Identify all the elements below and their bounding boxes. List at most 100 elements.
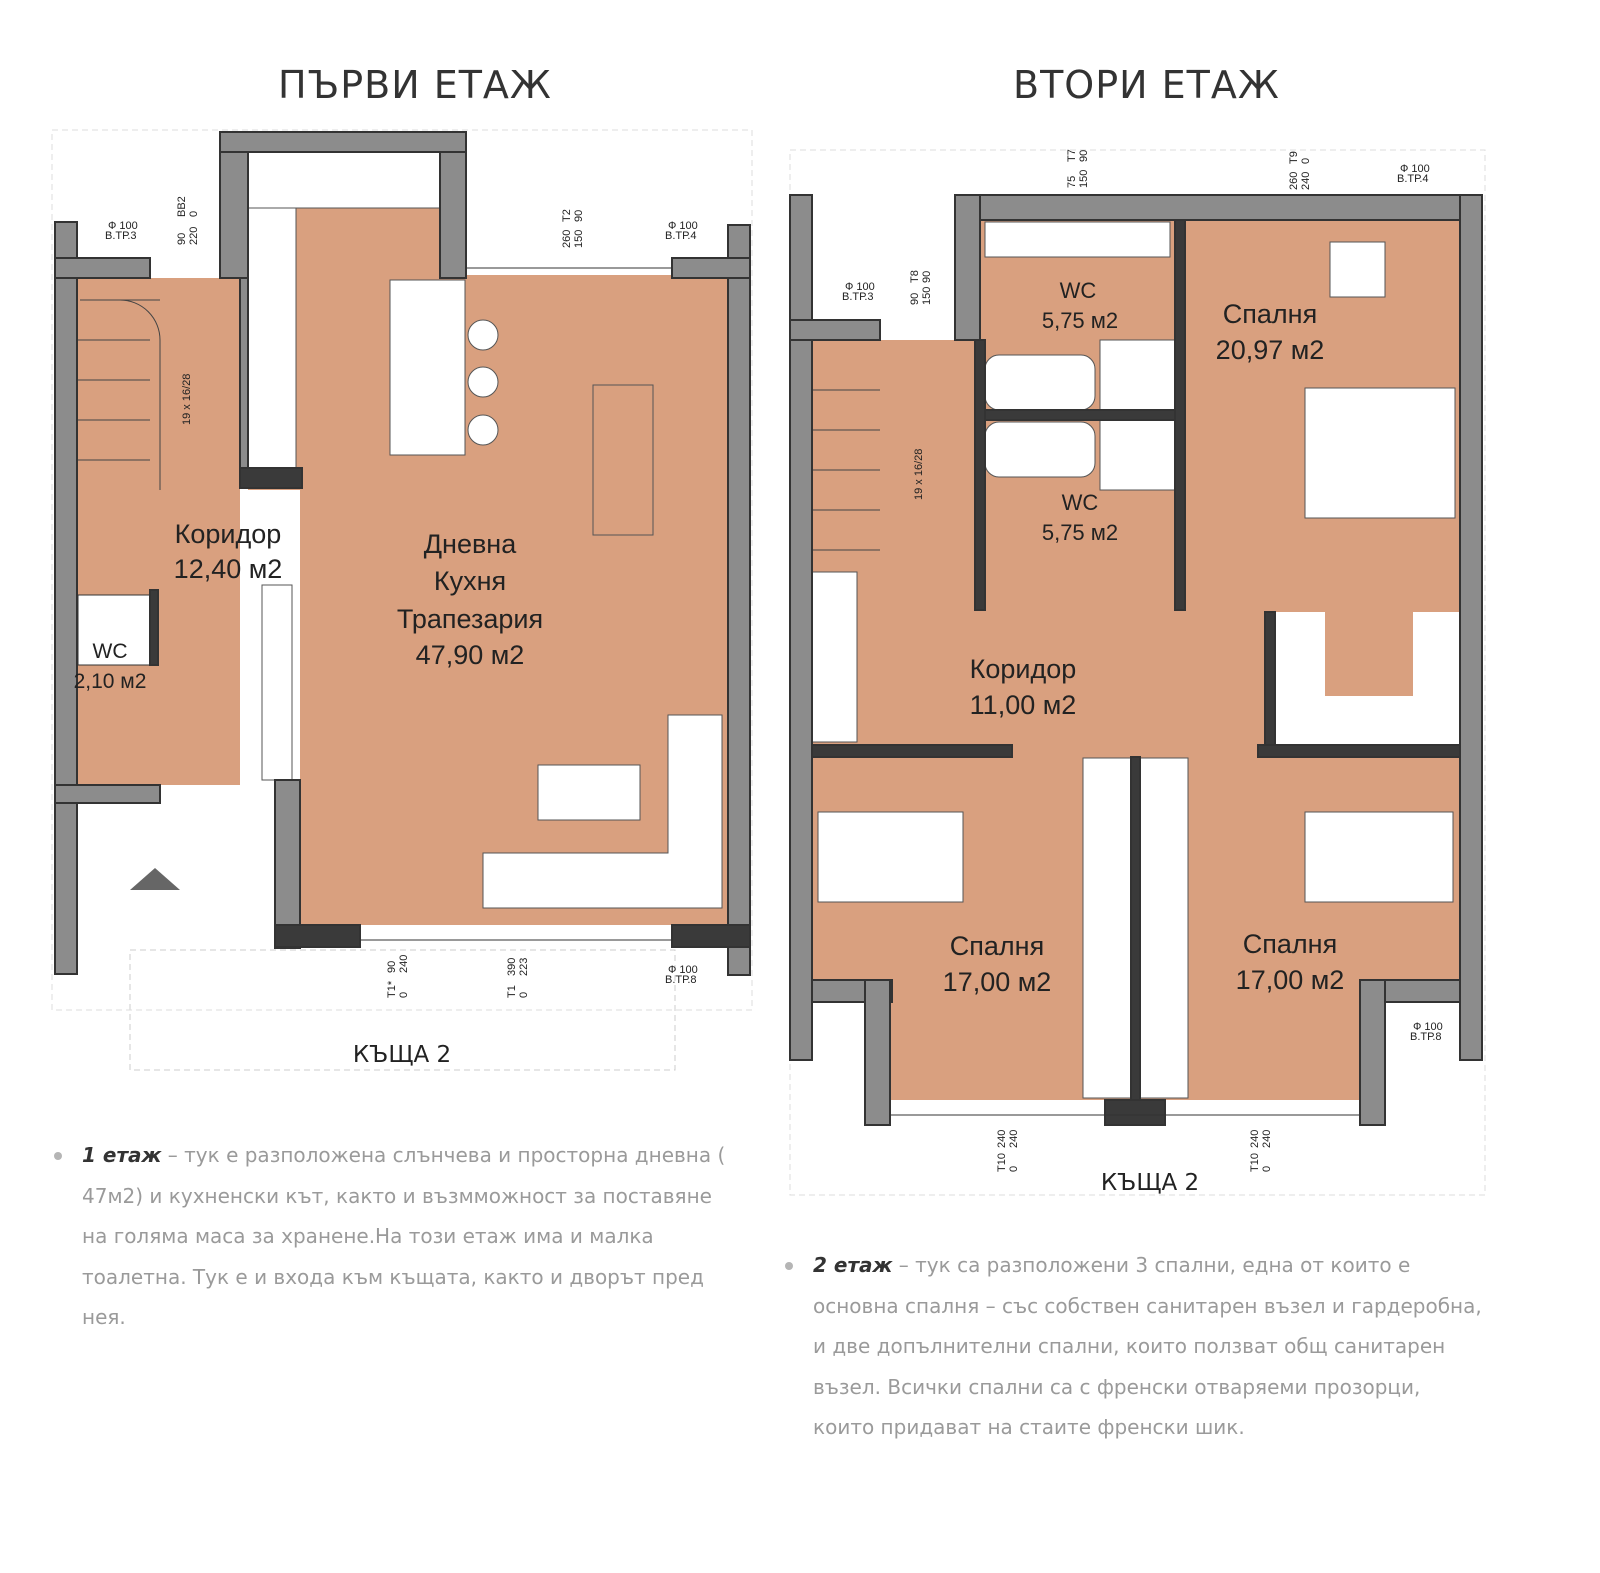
description-text: – тук е разположена слънчева и просторна… [82,1143,726,1329]
staircase [80,299,161,490]
room-area: 20,97 м2 [1216,335,1325,365]
wall [54,257,151,279]
wc-room [77,594,151,666]
wall [1379,979,1461,1003]
stool [467,414,499,446]
plot-outline [51,129,753,1011]
wall [54,784,161,804]
bathtub [984,354,1096,411]
room-name: Коридор [175,519,282,549]
house-label: КЪЩА 2 [353,1042,451,1068]
window-tag: 223 [518,958,530,976]
drain-tag: Ф 100 [668,220,698,232]
floor1-title: ПЪРВИ ЕТАЖ [278,63,552,108]
window-tag: Т10 [1249,1153,1261,1172]
window-tag: 260 [1288,172,1300,190]
wall [239,467,303,489]
wall [811,744,1013,758]
window-tag: 150 [1078,170,1090,188]
floor1-description: 1 етаж – тук е разположена слънчева и пр… [54,1135,742,1338]
room-name: Спалня [1243,929,1337,959]
drain-tag: Ф 100 [1400,163,1430,175]
wall [1130,756,1141,1103]
window-tag: 390 [506,958,518,976]
sink [1099,419,1176,491]
drain-tag: Ф 100 [668,964,698,976]
window-tag: 0 [398,992,410,998]
window-tag: 260 [561,230,573,248]
drain-tag: В.ТР.3 [842,291,874,303]
stool [467,319,499,351]
wall [439,131,467,279]
window-tag: 0 [1261,1166,1273,1172]
description-text: – тук са разположени 3 спални, една от к… [813,1253,1482,1439]
window-tag: 240 [996,1130,1008,1148]
wall [239,277,249,489]
stair-label: 19 x 16/28 [181,374,193,425]
wardrobe [261,584,293,781]
wall [789,319,881,341]
wardrobe [1082,757,1132,1099]
window-tag: Т7 [1066,149,1078,162]
wall [671,257,751,279]
window-tag: 240 [398,955,410,973]
window-tag: 240 [1008,1130,1020,1148]
sofa [482,714,723,909]
wall [864,979,891,1126]
wall [149,589,159,666]
wall [1257,744,1461,758]
room-area: 5,75 м2 [1042,520,1118,545]
bullet-icon [785,1262,793,1270]
wall [219,131,249,279]
wall [671,924,751,948]
window-tag: Т10 [996,1153,1008,1172]
description-heading: 1 етаж [82,1143,162,1167]
room-name: Трапезария [397,604,543,634]
room-name: Спалня [950,931,1044,961]
kitchen-island [389,279,466,456]
room-area: 2,10 м2 [74,670,147,693]
window-tag: 0 [518,992,530,998]
room-area: 47,90 м2 [416,640,525,670]
room-name: Кухня [434,566,506,596]
dining-table [592,384,654,536]
window-tag: Т1* [386,980,398,998]
window-tag: 240 [1261,1130,1273,1148]
window-tag: 90 [573,210,585,222]
floor1-plan: Коридор 12,40 м2 Дневна Кухня Трапезария… [51,129,753,1071]
wall [1264,611,1276,751]
wall [1104,1099,1166,1126]
closet-floor [1325,612,1413,696]
wall [954,194,981,341]
wall [274,779,301,949]
room-name: WC [93,640,128,663]
drain-tag: В.ТР.8 [1410,1031,1442,1043]
room-name: Спалня [1223,299,1317,329]
window-tag: 240 [1249,1130,1261,1148]
window-tag: 90 [386,961,398,973]
stair-label: 19 x 16/28 [913,449,925,500]
laundry [811,571,858,743]
room-name: WC [1062,490,1099,515]
bed [1304,811,1454,903]
drain-tag: Ф 100 [845,281,875,293]
window-tag: 0 [1008,1166,1020,1172]
drain-tag: В.ТР.4 [1397,173,1429,185]
wardrobe [1139,757,1189,1099]
window-tag: 150 [573,230,585,248]
wall [1359,979,1386,1126]
house-label: КЪЩА 2 [1101,1170,1199,1196]
bathtub [984,421,1096,478]
window-tag: 90 [1078,150,1090,162]
wall [1459,194,1483,1061]
floor2-title: ВТОРИ ЕТАЖ [1013,63,1280,108]
window-tag: 90 [176,233,188,245]
bath-sinks [984,221,1171,258]
window-tag: 150 [921,287,933,305]
window-tag: 240 [1300,172,1312,190]
kitchen-counter [247,149,441,209]
wall [984,409,1176,421]
window-tag: ВВ2 [176,196,188,217]
window-tag: Т2 [561,209,573,222]
